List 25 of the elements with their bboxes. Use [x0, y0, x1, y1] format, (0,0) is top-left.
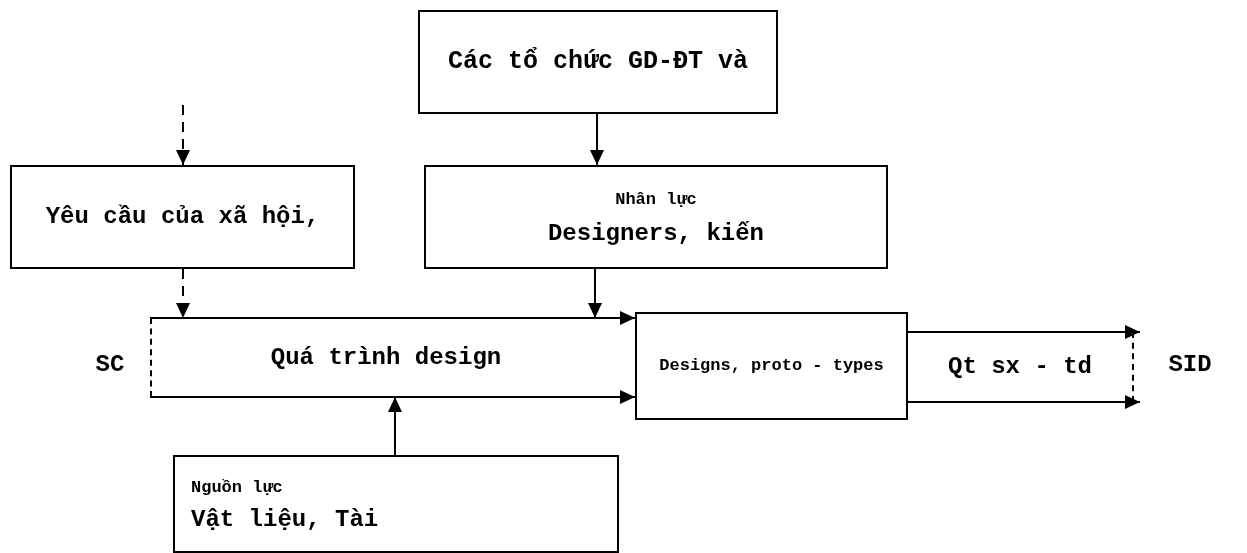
box-text: Qt sx - td	[947, 353, 1093, 381]
box-text: Các tổ chức GD-ĐT và	[448, 46, 750, 78]
arrow	[388, 396, 402, 456]
process-box	[424, 165, 888, 269]
resource-box	[173, 455, 619, 553]
box-text: Designers, kiến	[546, 219, 765, 249]
output-box	[635, 312, 908, 420]
box-text: Designs, proto - types	[658, 355, 885, 377]
box-text: Yêu cầu của xã hội,	[44, 202, 321, 232]
process-box	[10, 165, 355, 269]
box-heading: Nguồn lực	[191, 477, 284, 499]
box-text: SC	[94, 350, 126, 380]
arrow	[590, 113, 604, 166]
box-text: Vật liệu, Tài	[191, 505, 380, 535]
process-box	[418, 10, 778, 114]
arrow	[907, 325, 1141, 339]
arrow	[588, 268, 602, 319]
box-heading: Nhân lực	[614, 189, 698, 211]
box-text: Quá trình design	[269, 342, 503, 373]
box-text: SID	[1167, 350, 1213, 380]
arrow	[149, 311, 636, 325]
arrow	[149, 390, 636, 404]
arrow	[176, 268, 190, 319]
arrow	[176, 104, 190, 166]
arrow	[907, 395, 1141, 409]
